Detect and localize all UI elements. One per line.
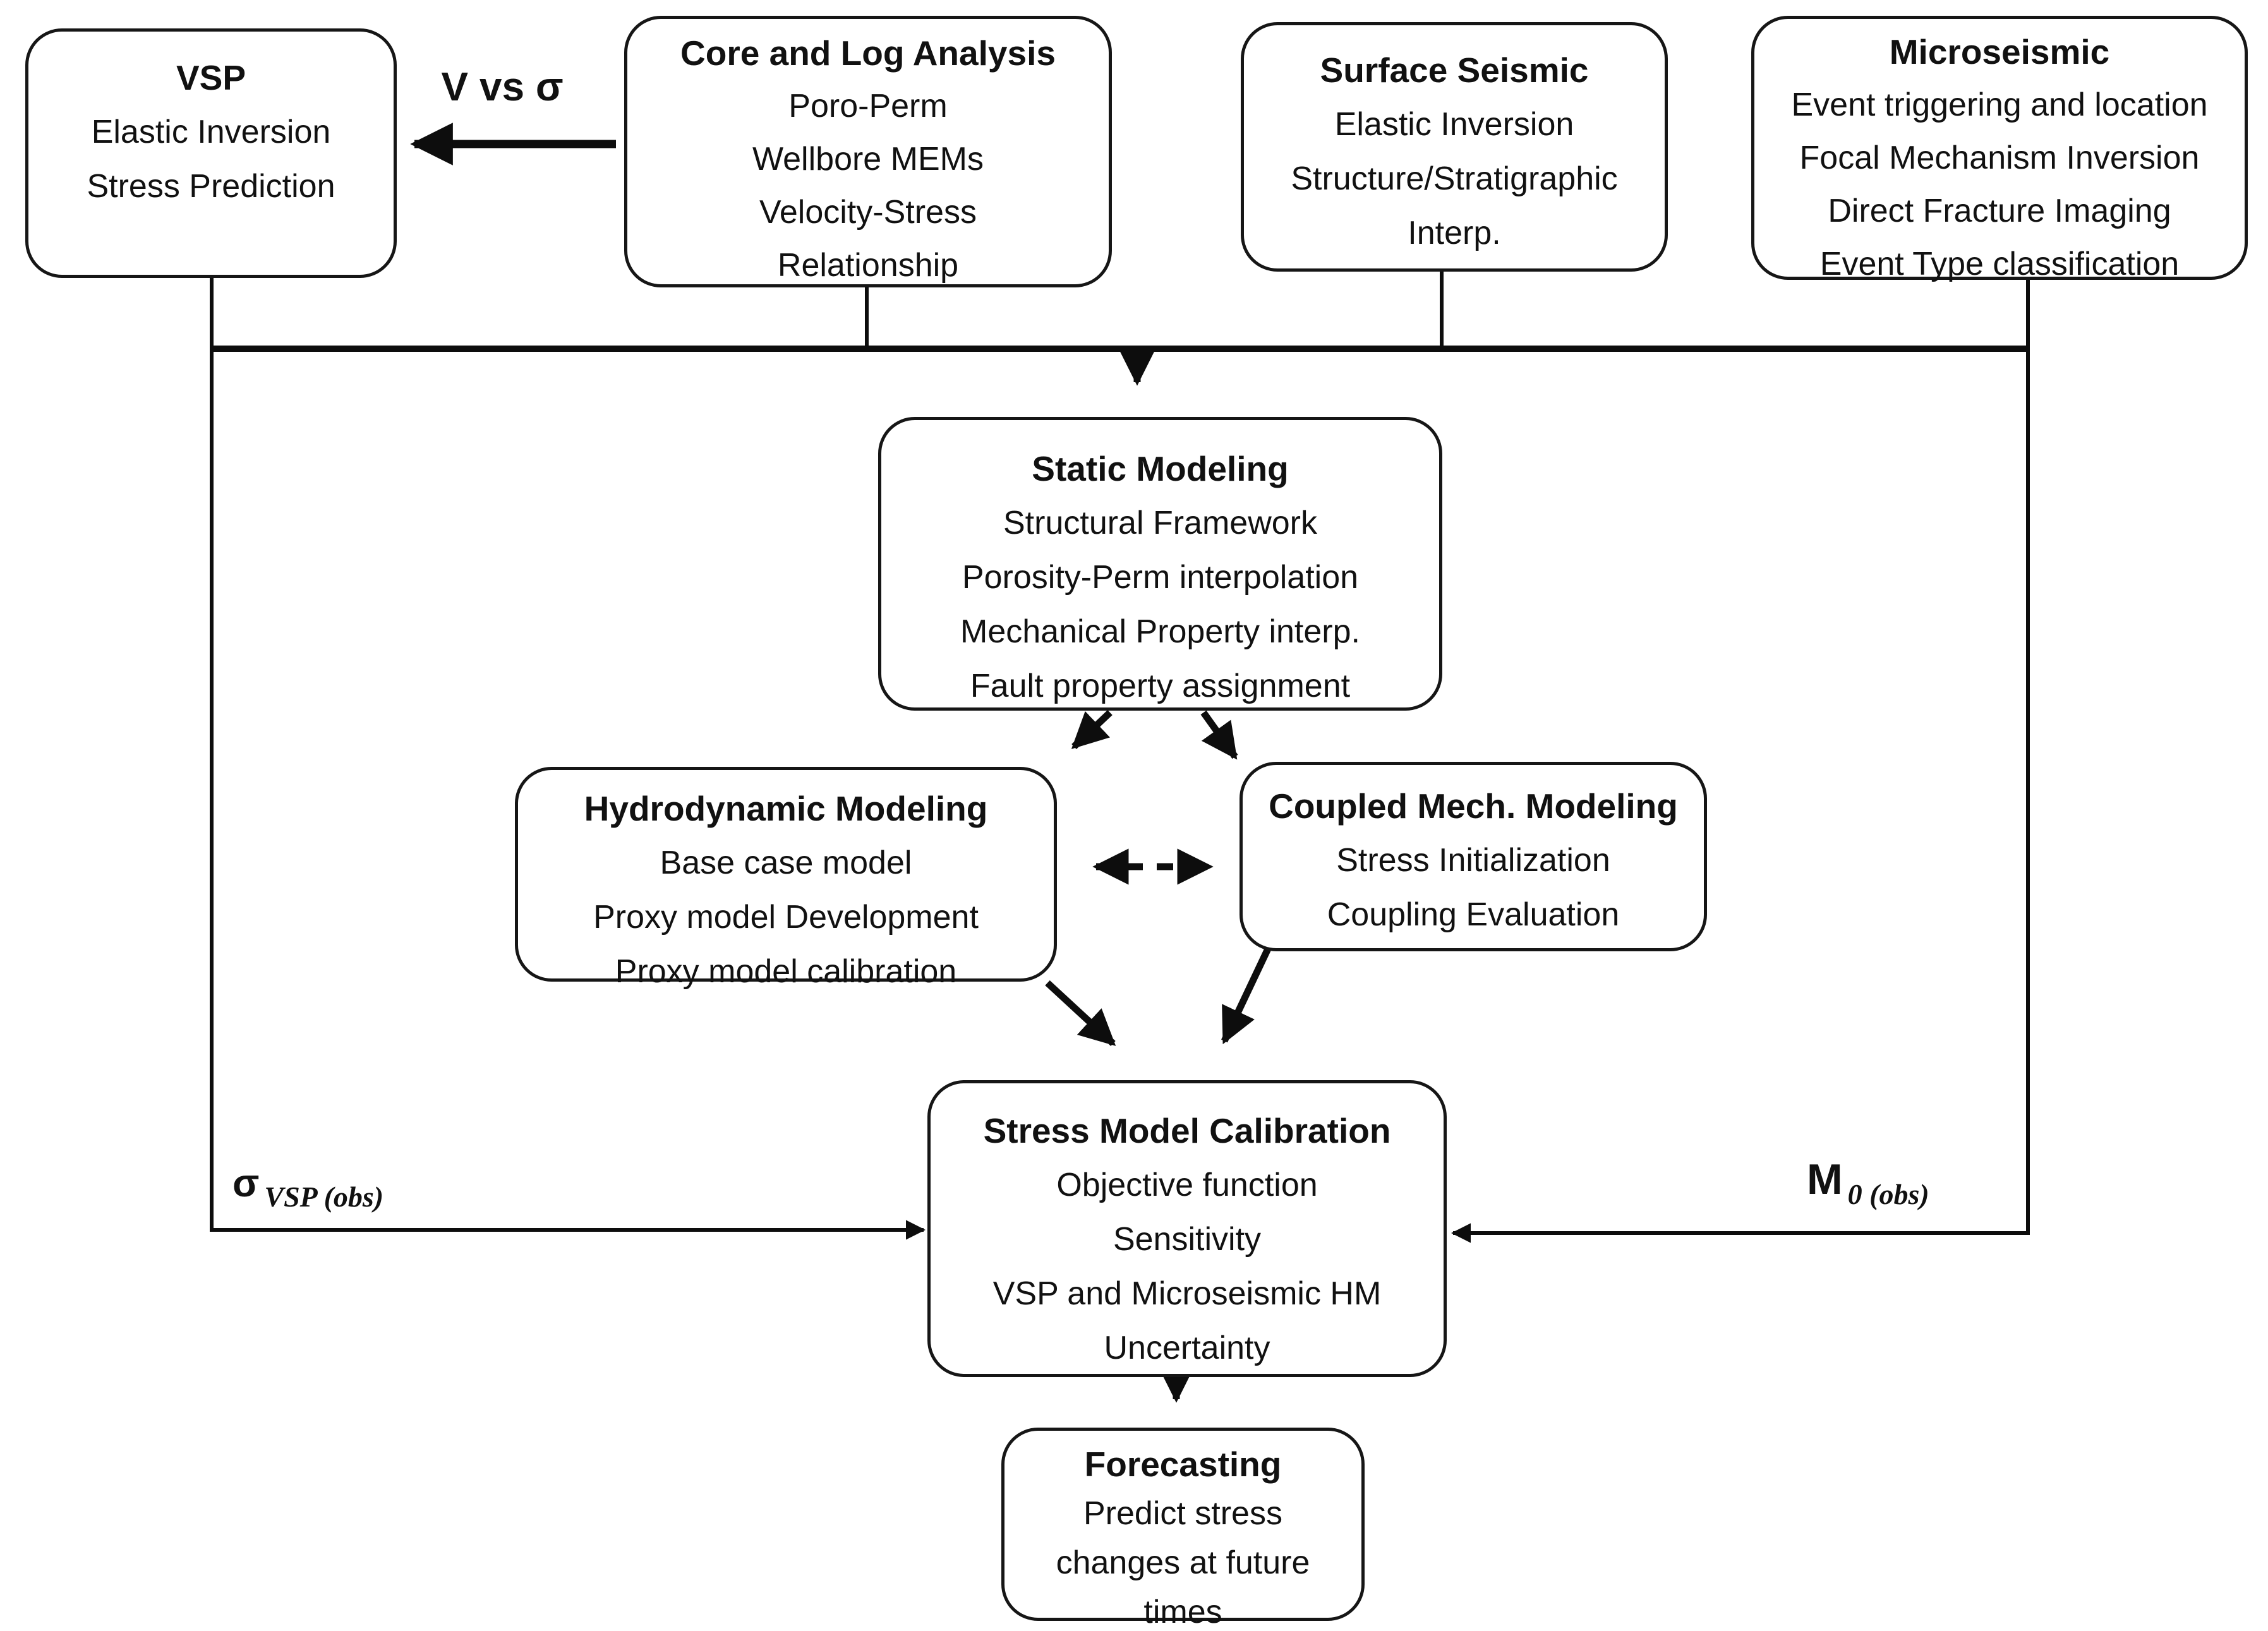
box-coupled-mech-modeling: Coupled Mech. Modeling Stress Initializa… <box>1240 762 1707 951</box>
label-v-vs-sigma: V vs σ <box>441 64 564 109</box>
arrow-coupled-to-calibration <box>1221 946 1272 1045</box>
box-coupled-line: Stress Initialization <box>1336 842 1610 879</box>
box-forecasting-line: times <box>1143 1594 1222 1630</box>
arrow-static-to-coupled <box>1200 710 1238 760</box>
box-static-line: Porosity-Perm interpolation <box>962 559 1359 596</box>
box-core-line: Velocity-Stress <box>759 194 977 231</box>
box-surface-title: Surface Seismic <box>1320 51 1589 90</box>
label-sigma-subscript: VSP (obs) <box>264 1181 384 1213</box>
box-calibration-line: Sensitivity <box>1113 1221 1262 1258</box>
box-microseismic-line: Event triggering and location <box>1791 87 2208 123</box>
box-calibration-line: Objective function <box>1056 1167 1318 1203</box>
box-forecasting-line: changes at future <box>1056 1544 1310 1581</box>
label-m-base: M <box>1807 1155 1843 1203</box>
box-coupled-title: Coupled Mech. Modeling <box>1269 786 1678 826</box>
arrow-hydrodynamic-to-calibration <box>1045 980 1116 1047</box>
box-stress-model-calibration: Stress Model Calibration Objective funct… <box>927 1080 1447 1377</box>
label-sigma-base: σ <box>232 1162 260 1205</box>
box-calibration-title: Stress Model Calibration <box>983 1111 1391 1150</box>
box-hydrodynamic-line: Base case model <box>660 845 912 881</box>
box-static-line: Mechanical Property interp. <box>960 613 1360 650</box>
box-calibration-line: VSP and Microseismic HM <box>992 1275 1382 1312</box>
box-calibration-line: Uncertainty <box>1104 1330 1270 1366</box>
box-core-line: Wellbore MEMs <box>752 141 984 178</box>
box-core-and-log-analysis: Core and Log Analysis Poro-Perm Wellbore… <box>624 16 1112 287</box>
box-hydrodynamic-line: Proxy model calibration <box>615 953 957 990</box>
box-static-modeling: Static Modeling Structural Framework Por… <box>878 417 1442 711</box>
box-microseismic-line: Direct Fracture Imaging <box>1828 193 2171 229</box>
box-vsp-title: VSP <box>176 58 246 97</box>
box-core-line: Relationship <box>777 247 959 284</box>
arrow-vsp-to-calibration <box>210 278 926 1240</box>
box-static-line: Fault property assignment <box>970 668 1351 704</box>
arrow-static-to-hydrodynamic <box>1071 710 1113 749</box>
box-microseismic-title: Microseismic <box>1889 32 2110 71</box>
box-static-title: Static Modeling <box>1032 449 1289 488</box>
arrow-microseismic-to-calibration <box>1451 278 2030 1243</box>
box-forecasting: Forecasting Predict stress changes at fu… <box>1001 1428 1365 1630</box>
box-hydrodynamic-line: Proxy model Development <box>593 899 979 936</box>
box-microseismic-line: Event Type classification <box>1819 246 2180 282</box>
box-microseismic-line: Focal Mechanism Inversion <box>1799 140 2200 176</box>
box-core-line: Poro-Perm <box>788 88 948 124</box>
box-vsp-line: Elastic Inversion <box>91 114 331 150</box>
box-surface-line: Elastic Inversion <box>1334 106 1574 143</box>
box-core-title: Core and Log Analysis <box>680 33 1056 73</box>
box-forecasting-line: Predict stress <box>1083 1495 1282 1532</box>
box-vsp-line: Stress Prediction <box>87 168 335 205</box>
box-hydrodynamic-modeling: Hydrodynamic Modeling Base case model Pr… <box>515 767 1057 990</box>
box-microseismic: Microseismic Event triggering and locati… <box>1751 16 2248 282</box>
box-hydrodynamic-title: Hydrodynamic Modeling <box>584 789 988 828</box>
box-surface-seismic: Surface Seismic Elastic Inversion Struct… <box>1241 22 1668 272</box>
box-vsp: VSP Elastic Inversion Stress Prediction <box>25 28 397 278</box>
box-surface-line: Interp. <box>1408 215 1501 251</box>
box-static-line: Structural Framework <box>1003 505 1317 541</box>
box-forecasting-title: Forecasting <box>1084 1445 1282 1484</box>
box-coupled-line: Coupling Evaluation <box>1327 896 1620 933</box>
label-m-subscript: 0 (obs) <box>1847 1178 1929 1210</box>
box-surface-line: Structure/Stratigraphic <box>1291 160 1618 197</box>
